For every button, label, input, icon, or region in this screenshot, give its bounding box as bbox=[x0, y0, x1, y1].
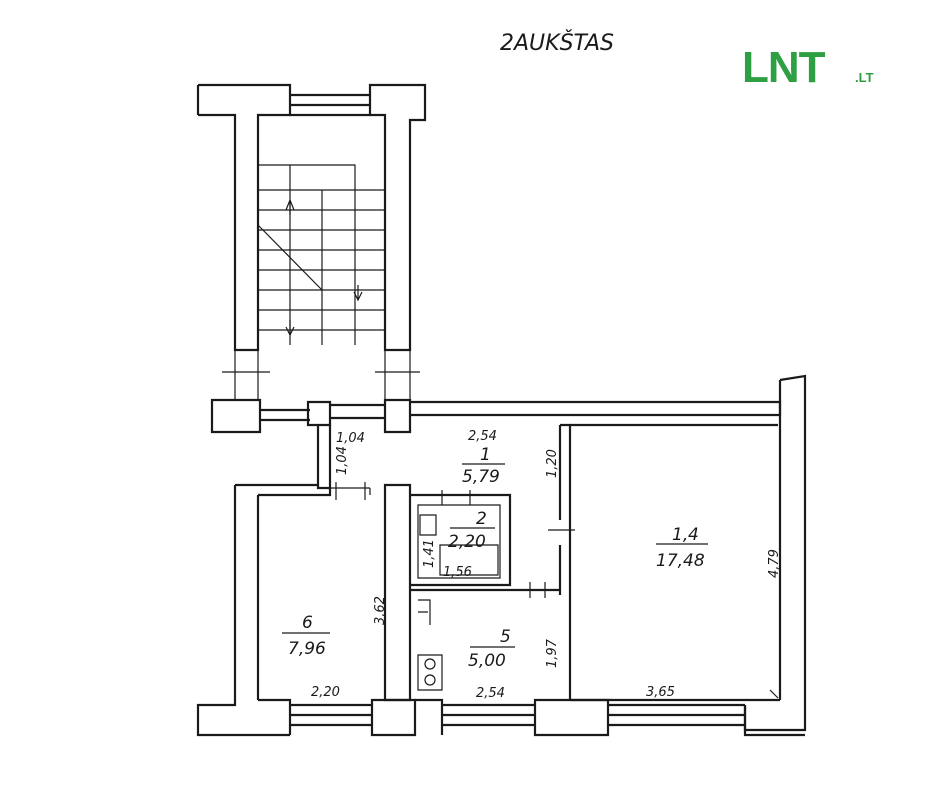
dim-room6-height: 3,62 bbox=[373, 596, 388, 625]
room-label-2: 2 2,20 bbox=[448, 509, 495, 552]
room-label-6: 6 7,96 bbox=[282, 613, 330, 659]
lnt-logo: LNT .LT bbox=[742, 43, 874, 92]
room-area: 17,48 bbox=[656, 551, 705, 571]
dim-room5-width: 2,54 bbox=[476, 686, 505, 701]
dim-room1-height: 1,20 bbox=[545, 449, 560, 478]
room-area: 5,79 bbox=[462, 467, 500, 487]
room-prefix: 1, bbox=[672, 525, 688, 545]
logo-main-text: LNT bbox=[742, 43, 826, 92]
room-number: 6 bbox=[302, 613, 313, 633]
dim-corridor-width: 1,04 bbox=[336, 431, 365, 446]
dim-room1-width: 2,54 bbox=[468, 429, 497, 444]
room-number: 4 bbox=[688, 525, 699, 545]
dim-wc-width: 1,56 bbox=[443, 565, 472, 580]
walls bbox=[196, 374, 807, 737]
room-label-5: 5 5,00 bbox=[468, 627, 515, 671]
dim-room6-width: 2,20 bbox=[311, 685, 340, 700]
room-area: 5,00 bbox=[468, 651, 506, 671]
logo-tld-text: .LT bbox=[855, 70, 874, 85]
dim-corridor-height: 1,04 bbox=[335, 446, 350, 475]
room-label-1: 1 5,79 bbox=[462, 445, 505, 487]
room-number: 5 bbox=[500, 627, 511, 647]
dim-wc-height: 1,41 bbox=[422, 539, 437, 568]
floor-title: 2AUKŠTAS bbox=[500, 30, 614, 56]
room-area: 2,20 bbox=[448, 532, 486, 552]
dimension-labels: 1,04 1,04 2,54 1,20 1,41 1,56 3,62 2,20 … bbox=[311, 429, 782, 701]
dim-room4-width: 3,65 bbox=[646, 685, 675, 700]
room-number: 2 bbox=[476, 509, 487, 529]
staircase bbox=[196, 83, 427, 400]
room-area: 7,96 bbox=[288, 639, 326, 659]
dim-room4-height: 4,79 bbox=[767, 549, 782, 578]
room-label-4: 1, 4 17,48 bbox=[656, 525, 708, 571]
dim-room5-height: 1,97 bbox=[545, 638, 560, 668]
room-number: 1 bbox=[480, 445, 491, 465]
